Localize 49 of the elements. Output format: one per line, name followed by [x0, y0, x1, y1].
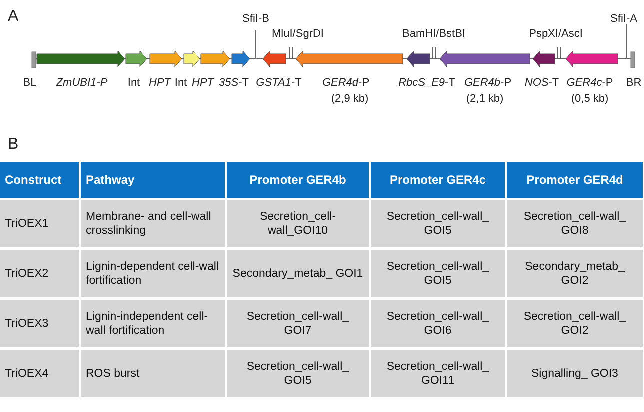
part-label: ZmUBI1-P — [56, 76, 108, 90]
column-header: Promoter GER4d — [507, 162, 643, 198]
column-header: Construct — [0, 162, 79, 198]
table-cell: Membrane- and cell-wall crosslinking — [81, 200, 225, 247]
part-label: GER4d-P — [322, 76, 370, 90]
part-label: BL — [23, 76, 37, 90]
table-cell: Secondary_metab_ GOI1 — [227, 250, 369, 297]
part-label: Int — [128, 76, 140, 90]
panel-letter: B — [8, 136, 19, 154]
part-label: HPT — [149, 76, 171, 90]
column-header: Promoter GER4b — [227, 162, 369, 198]
table-cell: Secretion_cell-wall_GOI10 — [227, 200, 369, 247]
table-cell: Secretion_cell-wall_ GOI8 — [507, 200, 643, 247]
site-label: BamHI/BstBI — [402, 27, 466, 41]
table-cell: Secretion_cell-wall_ GOI6 — [371, 300, 505, 347]
site-label: SfiI-A — [610, 12, 638, 26]
site-label: SfiI-B — [242, 12, 270, 26]
table-cell: Secretion_cell-wall_ GOI5 — [371, 250, 505, 297]
table-cell: TriOEX2 — [0, 250, 79, 297]
table-cell: Signalling_ GOI3 — [507, 350, 643, 397]
column-header: Promoter GER4c — [371, 162, 505, 198]
table-cell: Secretion_cell-wall_ GOI5 — [371, 200, 505, 247]
part-label: HPT — [192, 76, 214, 90]
site-label: MluI/SgrDI — [272, 27, 324, 41]
panel-letter: A — [8, 8, 19, 26]
table-cell: TriOEX4 — [0, 350, 79, 397]
table-cell: Secretion_cell-wall_ GOI2 — [507, 300, 643, 347]
part-label: BR — [626, 76, 642, 90]
part-label: GER4c-P — [566, 76, 614, 90]
table-cell: Secondary_metab_ GOI2 — [507, 250, 643, 297]
table-cell: Secretion_cell-wall_ GOI7 — [227, 300, 369, 347]
table-cell: TriOEX1 — [0, 200, 79, 247]
table-cell: TriOEX3 — [0, 300, 79, 347]
part-label: NOS-T — [524, 76, 560, 90]
size-label: (0,5 kb) — [571, 92, 609, 106]
size-label: (2,1 kb) — [466, 92, 504, 106]
table-cell: Secretion_cell-wall_ GOI11 — [371, 350, 505, 397]
table-cell: Lignin-dependent cell-wall fortification — [81, 250, 225, 297]
column-header: Pathway — [81, 162, 225, 198]
table-cell: Secretion_cell-wall_ GOI5 — [227, 350, 369, 397]
table-cell: ROS burst — [81, 350, 225, 397]
size-label: (2,9 kb) — [331, 92, 369, 106]
part-label: RbcS_E9-T — [398, 76, 456, 90]
part-label: Int — [174, 76, 188, 90]
part-label: GER4b-P — [464, 76, 512, 90]
table-cell: Lignin-independent cell-wall fortification — [81, 300, 225, 347]
part-label: GSTA1-T — [256, 76, 302, 90]
part-label: 35S-T — [219, 76, 249, 90]
site-label: PspXI/AscI — [529, 27, 583, 41]
